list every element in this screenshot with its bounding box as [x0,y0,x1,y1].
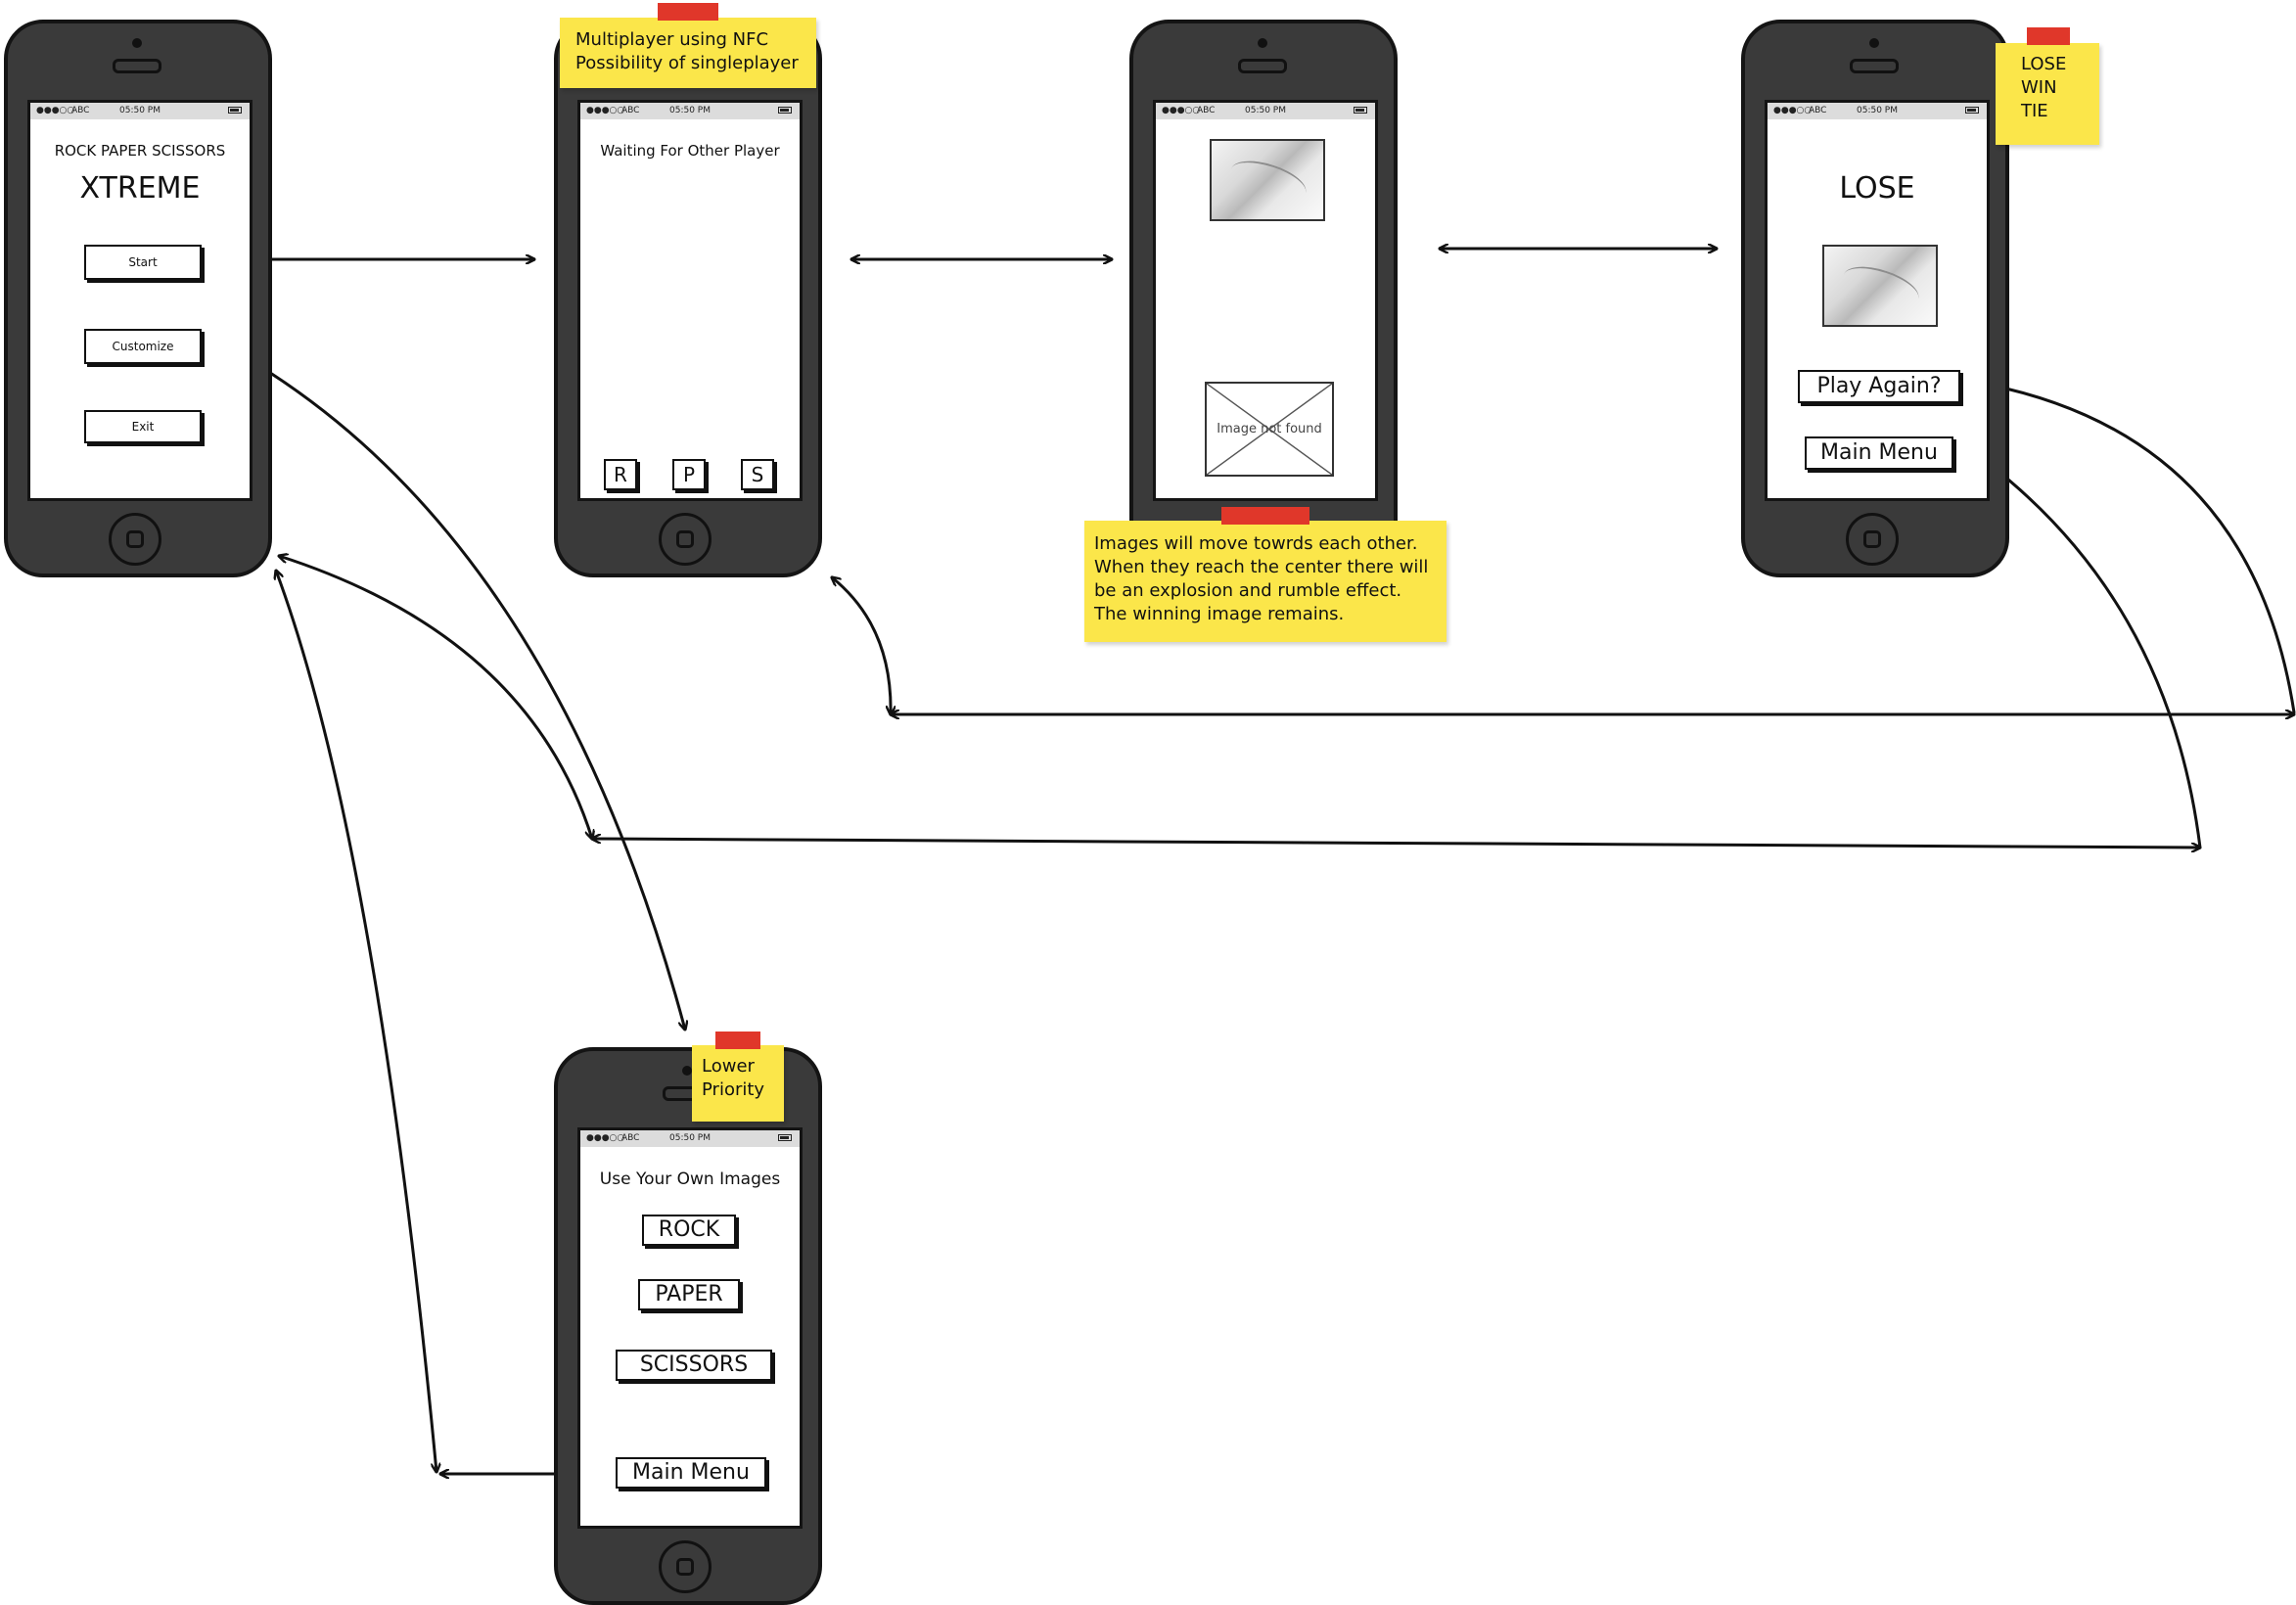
tape-strip [715,1032,760,1049]
result-text: LOSE [1839,171,1915,206]
battery-icon [228,107,242,114]
battery-icon [1965,107,1979,114]
note-priority: Lower Priority [692,1032,784,1122]
carrier-label: ABC [1197,106,1216,115]
tape-strip [658,3,718,21]
arrow-waiting-to-line [832,577,891,716]
status-bar: ●●●○○ ABC 05:50 PM [580,103,800,119]
tape-strip [1221,507,1309,525]
broken-image-icon [1207,384,1332,475]
front-camera [1258,38,1267,48]
note-animation-line: be an explosion and rumble effect. [1094,580,1402,601]
note-animation: Images will move towrds each other. When… [1084,507,1446,642]
note-multiplayer-line: Multiplayer using NFC [575,29,769,50]
status-bar: ●●●○○ ABC 05:50 PM [580,1130,800,1147]
main-menu-button[interactable]: Main Menu [616,1457,766,1489]
app-title-small: ROCK PAPER SCISSORS [54,142,226,160]
phone-battle: ●●●○○ ABC 05:50 PM Image not found [1129,20,1398,577]
tape-strip [2027,27,2070,45]
signal-icon: ●●●○○ [1162,106,1201,115]
carrier-label: ABC [1809,106,1827,115]
winning-image [1822,245,1938,327]
phone-customize: ●●●○○ ABC 05:50 PM Use Your Own Images R… [554,1047,822,1605]
signal-icon: ●●●○○ [586,1133,625,1143]
clock: 05:50 PM [669,106,711,115]
app-title-large: XTREME [79,171,201,206]
note-outcome-line: LOSE [2021,54,2067,74]
clock: 05:50 PM [1245,106,1286,115]
clock: 05:50 PM [1857,106,1898,115]
paper-choice-button[interactable]: P [672,459,706,490]
rock-image-button[interactable]: ROCK [642,1215,736,1246]
note-multiplayer-line: Possibility of singleplayer [575,53,799,73]
home-button [659,513,712,566]
image-not-found-label: Image not found [1217,421,1322,436]
exit-button[interactable]: Exit [84,410,202,443]
arrow-main-menu-to-customize-main [276,571,436,1474]
start-button[interactable]: Start [84,245,202,280]
arrow-result-main-menu-to-line [1962,444,2202,849]
customize-title: Use Your Own Images [599,1169,781,1189]
note-priority-line: Lower [702,1056,755,1077]
note-priority-line: Priority [702,1079,765,1100]
front-camera [1869,38,1879,48]
carrier-label: ABC [621,1133,640,1143]
result-screen: ●●●○○ ABC 05:50 PM LOSE Play Again? Main… [1765,100,1990,501]
note-multiplayer: Multiplayer using NFC Possibility of sin… [560,3,816,88]
clock: 05:50 PM [669,1133,711,1143]
battery-icon [778,1134,792,1141]
note-outcome-line: WIN [2021,77,2057,98]
note-animation-line: The winning image remains. [1094,604,1345,624]
customize-button[interactable]: Customize [84,329,202,364]
waiting-title: Waiting For Other Player [600,142,780,160]
status-bar: ●●●○○ ABC 05:50 PM [30,103,250,119]
carrier-label: ABC [71,106,90,115]
home-button [109,513,161,566]
waiting-screen: ●●●○○ ABC 05:50 PM Waiting For Other Pla… [577,100,803,501]
line-main-menu-return [590,839,2202,848]
speaker-grille [1238,59,1287,73]
phone-waiting: ●●●○○ ABC 05:50 PM Waiting For Other Pla… [554,20,822,577]
note-outcomes: LOSE WIN TIE [1996,27,2099,145]
phone-main-menu: ●●●○○ ABC 05:50 PM ROCK PAPER SCISSORS X… [4,20,272,577]
status-bar: ●●●○○ ABC 05:50 PM [1768,103,1987,119]
home-button [1846,513,1899,566]
phone-result: ●●●○○ ABC 05:50 PM LOSE Play Again? Main… [1741,20,2009,577]
main-menu-screen: ●●●○○ ABC 05:50 PM ROCK PAPER SCISSORS X… [27,100,253,501]
speaker-grille [113,59,161,73]
note-outcome-line: TIE [2021,101,2048,121]
scissors-image-button[interactable]: SCISSORS [616,1350,772,1381]
clock: 05:50 PM [119,106,161,115]
speaker-grille [1850,59,1899,73]
home-button [659,1540,712,1593]
front-camera [682,1066,692,1076]
rock-choice-button[interactable]: R [604,459,637,490]
main-menu-button[interactable]: Main Menu [1805,436,1953,470]
paper-image-button[interactable]: PAPER [638,1279,740,1310]
opponent-image-placeholder: Image not found [1205,382,1334,477]
battle-screen: ●●●○○ ABC 05:50 PM Image not found [1153,100,1378,501]
signal-icon: ●●●○○ [586,106,625,115]
battery-icon [778,107,792,114]
status-bar: ●●●○○ ABC 05:50 PM [1156,103,1375,119]
customize-screen: ●●●○○ ABC 05:50 PM Use Your Own Images R… [577,1127,803,1529]
play-again-button[interactable]: Play Again? [1798,370,1960,403]
carrier-label: ABC [621,106,640,115]
note-animation-line: Images will move towrds each other. [1094,533,1418,554]
battery-icon [1354,107,1367,114]
scissors-choice-button[interactable]: S [741,459,774,490]
player-image [1210,139,1325,221]
signal-icon: ●●●○○ [1773,106,1813,115]
front-camera [132,38,142,48]
note-animation-line: When they reach the center there will [1094,557,1429,577]
arrow-play-again-to-line [1973,382,2296,714]
signal-icon: ●●●○○ [36,106,75,115]
arrow-main-menu-to-bottom-line [279,556,592,839]
